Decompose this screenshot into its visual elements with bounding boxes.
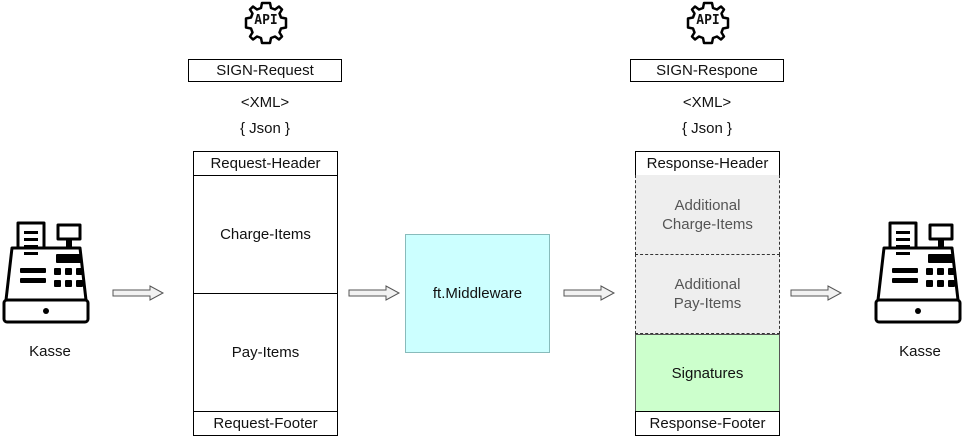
cash-register-icon	[874, 221, 962, 324]
api-badge-text: API	[696, 13, 720, 28]
request-footer: Request-Footer	[193, 411, 338, 436]
request-pay-items: Pay-Items	[193, 293, 338, 412]
sign-response-title: SIGN-Respone	[630, 59, 784, 82]
middleware-box: ft.Middleware	[405, 234, 550, 353]
left-register-label: Kasse	[29, 343, 71, 360]
response-footer: Response-Footer	[635, 411, 780, 436]
right-register-label: Kasse	[899, 343, 941, 360]
response-additional-charge-items: Additional Charge-Items	[635, 175, 780, 255]
request-header: Request-Header	[193, 151, 338, 176]
response-format-xml: <XML>	[682, 94, 732, 111]
sign-request-title: SIGN-Request	[188, 59, 342, 82]
response-signatures: Signatures	[635, 334, 780, 412]
arrow-right-icon	[112, 285, 165, 301]
api-badge-text: API	[254, 13, 278, 28]
response-format-json: { Json }	[681, 120, 733, 137]
arrow-right-icon	[790, 285, 843, 301]
response-header: Response-Header	[635, 151, 780, 176]
request-format-json: { Json }	[239, 120, 291, 137]
arrow-right-icon	[563, 285, 616, 301]
api-gear-icon	[686, 1, 730, 45]
api-gear-icon	[244, 1, 288, 45]
arrow-right-icon	[348, 285, 401, 301]
request-format-xml: <XML>	[240, 94, 290, 111]
cash-register-icon	[2, 221, 90, 324]
request-charge-items: Charge-Items	[193, 175, 338, 294]
response-additional-pay-items: Additional Pay-Items	[635, 254, 780, 334]
